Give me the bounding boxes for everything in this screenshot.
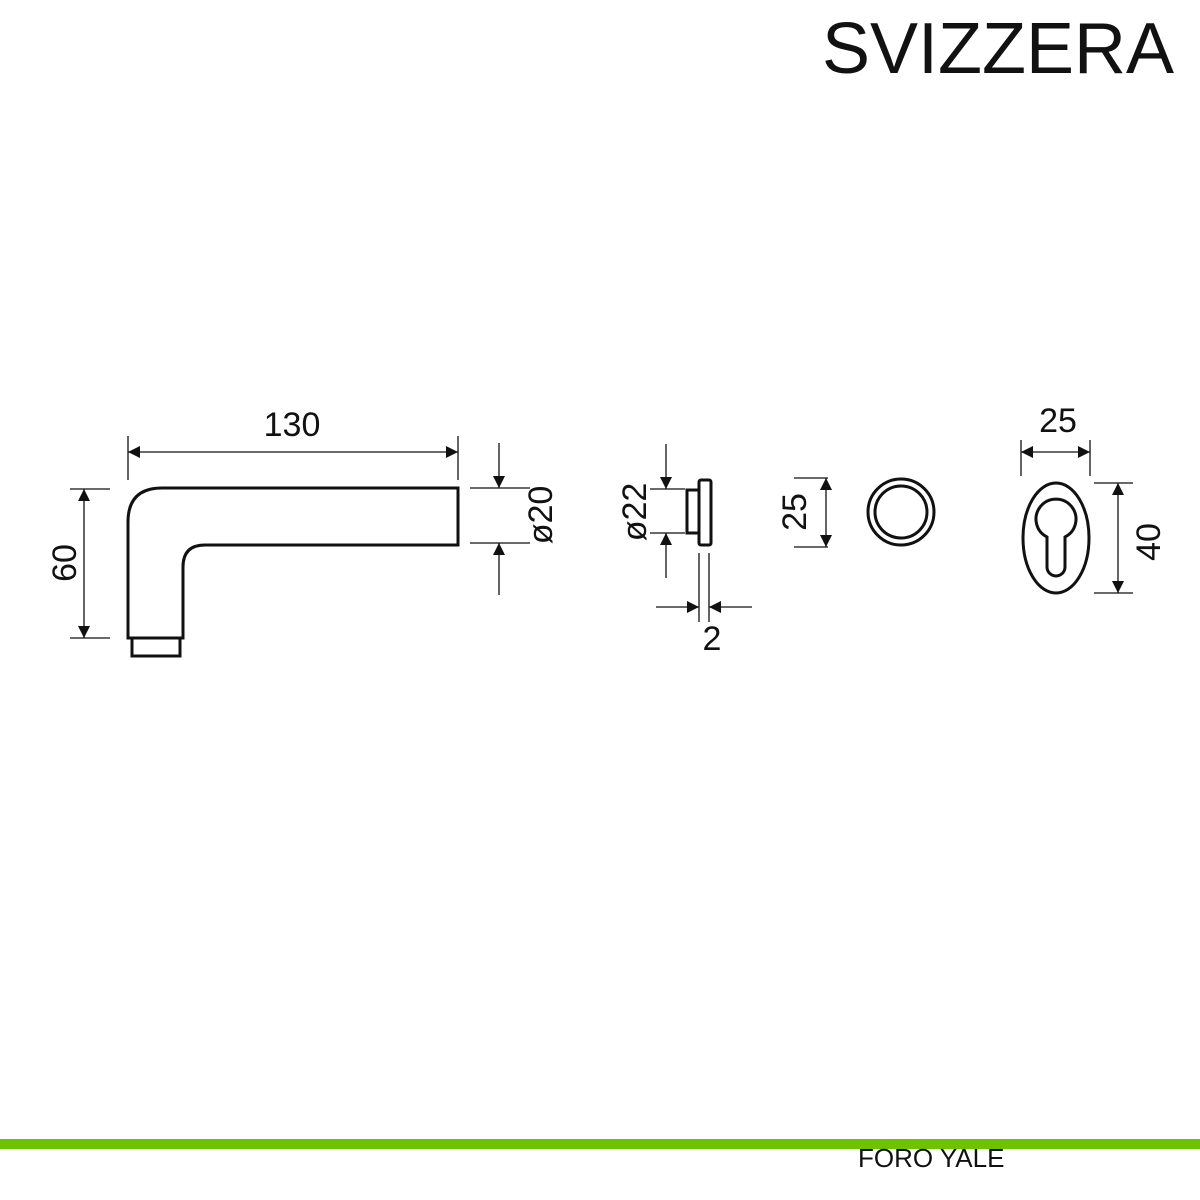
dim-25-rosette-label: 25 xyxy=(776,493,814,531)
dim-20-label: ø20 xyxy=(522,486,560,545)
lever-spindle-stub xyxy=(130,636,182,658)
dim-25-escutcheon-label: 25 xyxy=(1039,402,1077,440)
dim-22-label: ø22 xyxy=(616,483,654,542)
dim-40-label: 40 xyxy=(1130,523,1168,561)
euro-profile-keyhole xyxy=(1034,497,1078,578)
rosette-side-plate xyxy=(697,478,713,547)
dim-2-label: 2 xyxy=(703,620,722,658)
round-rosette-outer xyxy=(866,477,936,547)
rosette-side-boss xyxy=(685,488,701,535)
round-rosette-inner xyxy=(873,484,929,540)
dim-60-label: 60 xyxy=(46,544,84,582)
footer-accent-bar xyxy=(0,1139,1200,1149)
footer-label: FORO YALE xyxy=(858,1143,1005,1173)
page-title: SVIZZERA xyxy=(821,9,1174,89)
lever-outline xyxy=(126,486,460,640)
escutcheon-outline xyxy=(1021,481,1091,595)
dim-130-label: 130 xyxy=(264,406,321,444)
